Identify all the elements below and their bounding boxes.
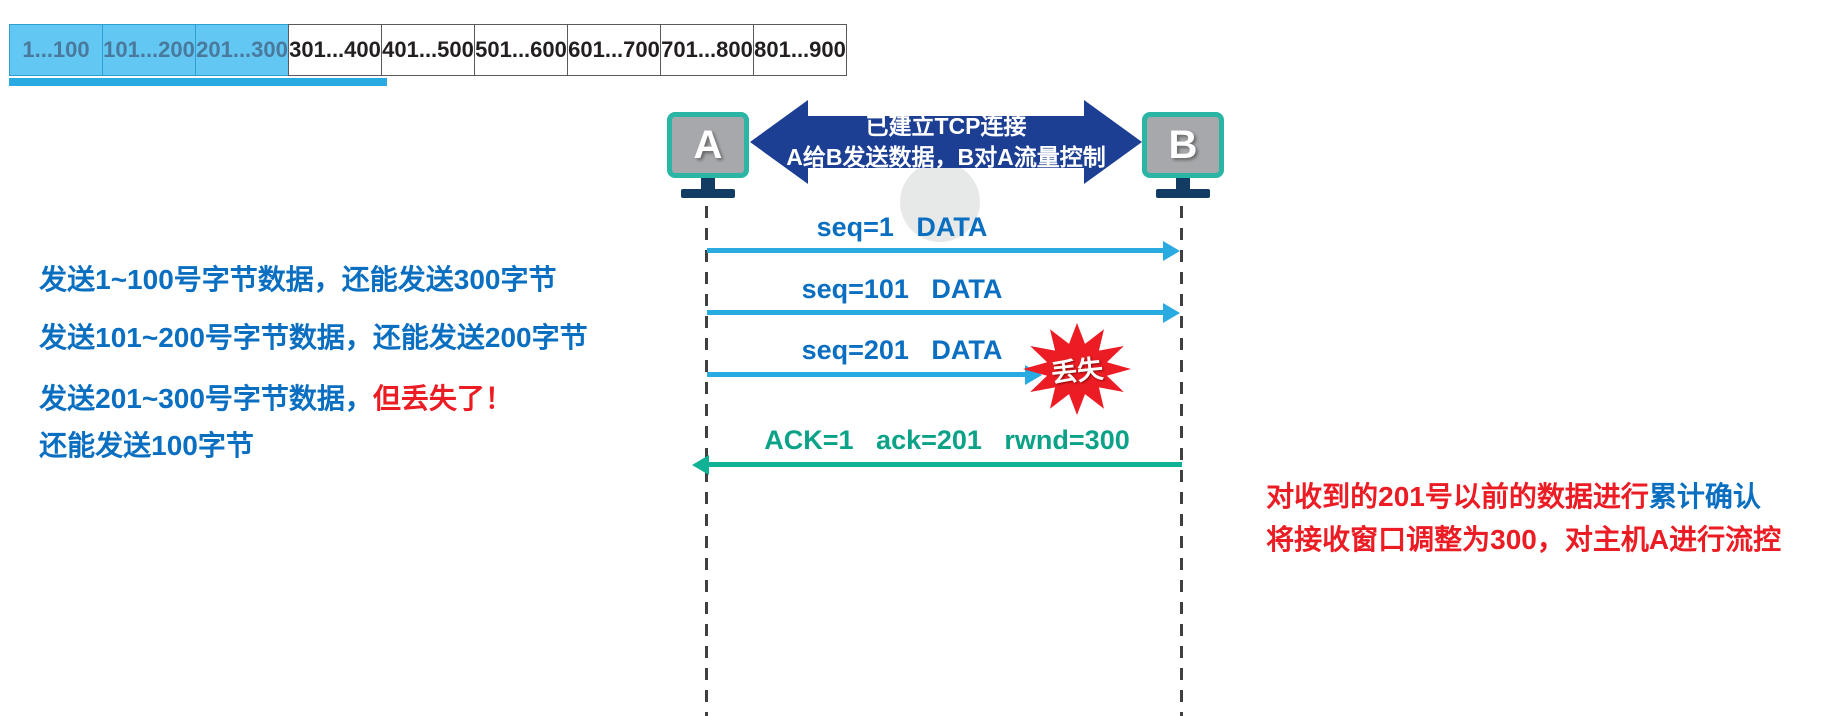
byte-range-cell: 401...500 [381, 24, 475, 76]
byte-range-cell: 301...400 [288, 24, 382, 76]
host-b: B [1139, 112, 1227, 198]
monitor-base [681, 189, 735, 198]
monitor-base [1156, 189, 1210, 198]
monitor-stand [1176, 178, 1190, 189]
note-text: 对收到的201号以前的数据进行 [1266, 481, 1649, 512]
message-label-seq1: seq=1 DATA [816, 212, 988, 242]
note-text: 还能发送100字节 [39, 430, 254, 461]
host-a: A [664, 112, 752, 198]
note-send-101-200: 发送101~200号字节数据，还能发送200字节 [8, 290, 588, 386]
byte-range-cell: 1...100 [9, 24, 103, 76]
burst-icon [1023, 323, 1131, 415]
note-text: 发送201~300号字节数据， [39, 383, 373, 414]
message-label-seq101: seq=101 DATA [801, 274, 1003, 304]
lifeline-b [1180, 206, 1183, 716]
double-arrow-icon [750, 100, 1142, 184]
note-ack-cumulative: 对收到的201号以前的数据进行累计确认 [1235, 449, 1761, 545]
byte-range-cell: 701...800 [660, 24, 754, 76]
note-send-201-300: 发送201~300号字节数据，但丢失了！ [8, 351, 513, 447]
note-remaining-100: 还能发送100字节 [8, 398, 254, 494]
host-b-label: B [1168, 122, 1198, 167]
tcp-connection-banner: 已建立TCP连接 A给B发送数据，B对A流量控制 [750, 98, 1142, 186]
packet-lost-burst: 丢失 [1020, 320, 1134, 418]
banner-line1: 已建立TCP连接 [865, 112, 1027, 139]
note-lost-text: 但丢失了！ [372, 383, 513, 414]
note-text: 发送1~100号字节数据，还能发送300字节 [39, 264, 557, 295]
byte-range-cell: 801...900 [753, 24, 847, 76]
byte-sequence-strip: 1...100 101...200 201...300 301...400 40… [9, 24, 847, 76]
data-arrow-seq101 [707, 310, 1165, 315]
byte-range-cell: 601...700 [567, 24, 661, 76]
monitor-stand [701, 178, 715, 189]
message-label-seq201: seq=201 DATA [801, 335, 1003, 365]
byte-range-cell: 201...300 [195, 24, 289, 76]
byte-range-cell: 501...600 [474, 24, 568, 76]
note-text: 发送101~200号字节数据，还能发送200字节 [39, 322, 588, 353]
message-label-ack: ACK=1 ack=201 rwnd=300 [764, 425, 1130, 455]
host-a-label: A [693, 122, 723, 167]
ack-arrow [707, 462, 1182, 467]
banner-text: 已建立TCP连接 A给B发送数据，B对A流量控制 [750, 98, 1142, 186]
host-a-monitor: A [667, 112, 749, 178]
packet-lost-label: 丢失 [1049, 352, 1105, 389]
banner-line2: A给B发送数据，B对A流量控制 [786, 143, 1106, 170]
note-text: 将接收窗口调整为300，对主机A进行流控 [1266, 524, 1782, 555]
host-b-monitor: B [1142, 112, 1224, 178]
note-cumulative-ack-text: 累计确认 [1648, 481, 1761, 512]
watermark-circle [900, 162, 980, 242]
note-window-adjust: 将接收窗口调整为300，对主机A进行流控 [1235, 492, 1781, 588]
note-send-1-100: 发送1~100号字节数据，还能发送300字节 [8, 232, 556, 328]
data-arrow-seq1 [707, 248, 1165, 253]
byte-range-cell: 101...200 [102, 24, 196, 76]
data-arrow-seq201 [707, 372, 1027, 377]
send-window-indicator [9, 78, 387, 86]
